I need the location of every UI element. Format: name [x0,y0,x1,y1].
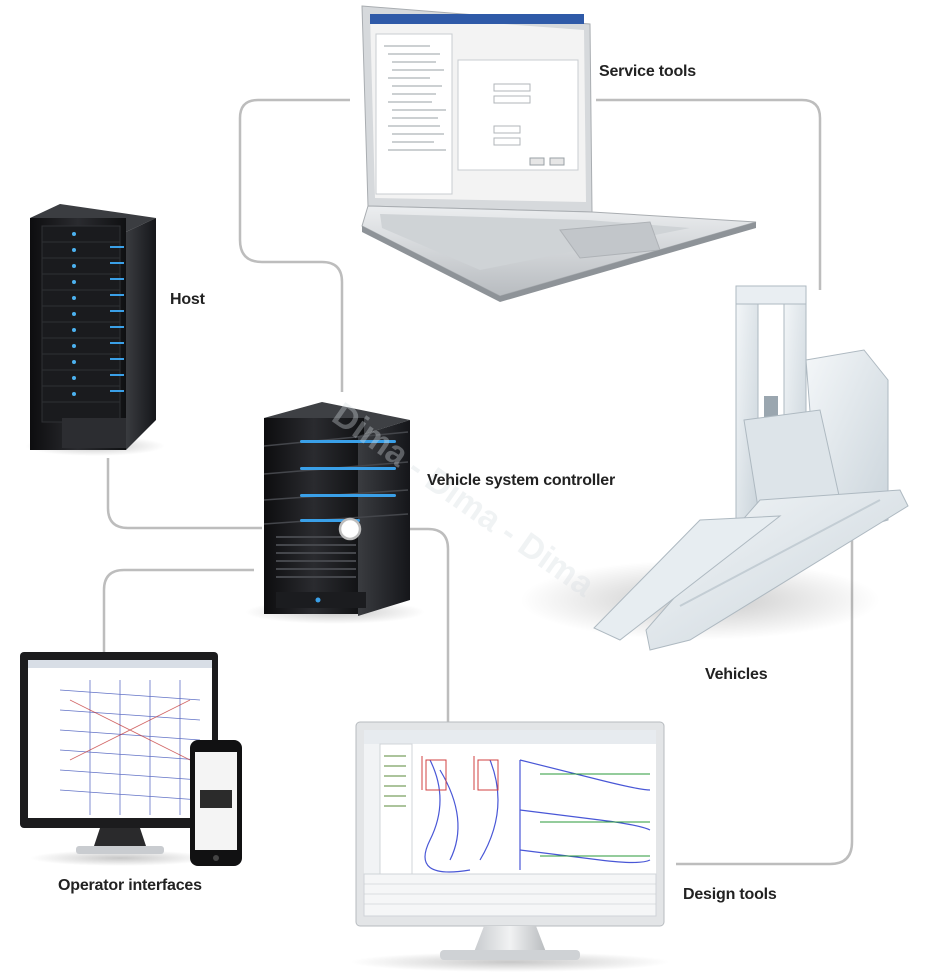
vehicles-label: Vehicles [705,666,768,683]
monitor-icon [350,721,670,972]
connector-vehicles [596,98,822,290]
server-tower-icon [245,402,425,624]
host-label: Host [170,291,205,308]
vehicle-system-controller-label: Vehicle system controller [427,472,615,489]
operator-interfaces-label: Operator interfaces [58,877,202,894]
connector-lines [102,98,854,866]
connector-service-tools [238,98,350,392]
design-tools-label: Design tools [683,886,777,903]
server-tower-icon [25,204,165,456]
connector-host [106,458,262,530]
forklift-agv-icon [520,285,909,651]
connector-node [338,517,362,541]
laptop-icon [361,5,757,302]
service-tools-label: Service tools [599,63,697,80]
monitor-phone-icon [20,652,242,866]
connector-operator [102,568,254,652]
connector-design [350,527,450,722]
connector-vehicles-to-design [676,530,854,866]
